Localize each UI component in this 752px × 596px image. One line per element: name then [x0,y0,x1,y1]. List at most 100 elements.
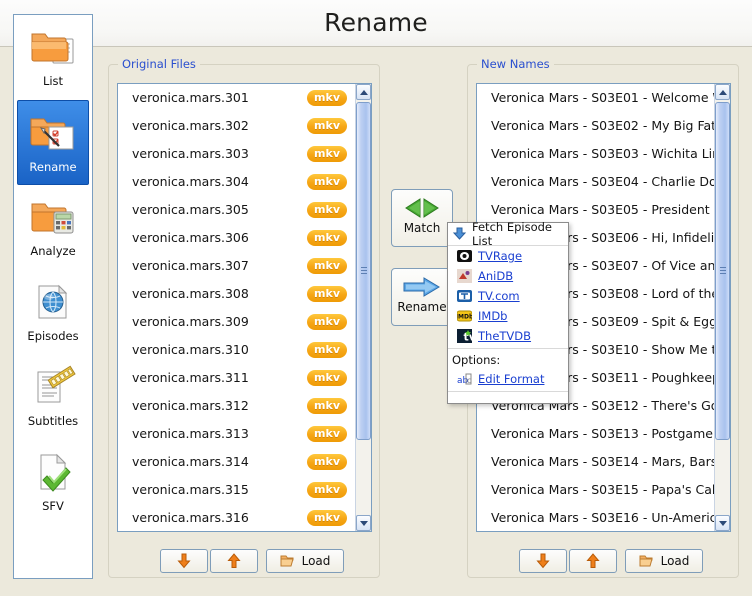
match-button-label: Match [392,221,452,235]
sidebar-item-rename[interactable]: Rename [17,100,89,185]
folder-open-icon [280,554,297,568]
table-row[interactable]: Veronica Mars - S03E16 - Un-American Gra… [477,504,714,531]
sidebar-item-subtitles[interactable]: Subtitles [15,355,91,440]
extension-badge: mkv [307,370,347,386]
menu-item-tvrage[interactable]: TVRage [448,246,568,266]
table-row[interactable]: veronica.mars.316 mkv [118,504,355,531]
fetch-episode-list-menu[interactable]: Fetch Episode List TVRageAniDBTV.comIMDb… [447,222,569,404]
menu-item-edit-format[interactable]: abc Edit Format [448,369,568,389]
table-row[interactable]: veronica.mars.315mkv [118,476,355,504]
table-row[interactable]: Veronica Mars - S03E01 - Welcome Wagon [477,84,714,112]
scroll-up-button[interactable] [715,84,730,100]
extension-badge: mkv [307,118,347,134]
sidebar: List Rename [13,14,93,579]
move-down-button[interactable] [519,549,567,573]
file-name: veronica.mars.307 [132,258,249,273]
move-up-button[interactable] [210,549,258,573]
scroll-up-button[interactable] [356,84,371,100]
rename-button[interactable]: Rename [391,268,453,326]
sidebar-item-list[interactable]: List [15,15,91,100]
fetch-episode-list-label: Fetch Episode List [472,220,568,248]
table-row[interactable]: Veronica Mars - S03E02 - My Big Fat Gree… [477,112,714,140]
scrollbar-thumb[interactable] [715,102,730,440]
load-button-label: Load [302,554,331,568]
table-row[interactable]: veronica.mars.305mkv [118,196,355,224]
scroll-down-button[interactable] [715,515,730,531]
menu-item-anidb[interactable]: AniDB [448,266,568,286]
move-up-button[interactable] [569,549,617,573]
menu-item-label: TVRage [478,249,522,263]
sidebar-item-label: Subtitles [15,414,91,428]
extension-badge: mkv [307,510,347,526]
table-row[interactable]: Veronica Mars - S03E14 - Mars, Bars [477,448,714,476]
menu-item-imdb[interactable]: IMDb IMDb [448,306,568,326]
extension-badge: mkv [307,342,347,358]
table-row[interactable]: veronica.mars.314mkv [118,448,355,476]
table-row[interactable]: veronica.mars.310mkv [118,336,355,364]
table-row[interactable]: veronica.mars.301mkv [118,84,355,112]
table-row[interactable]: veronica.mars.311 mkv [118,364,355,392]
file-name: veronica.mars.306 [132,230,249,245]
imdb-icon: IMDb [457,309,472,323]
sidebar-item-analyze[interactable]: Analyze [15,185,91,270]
svg-text:IMDb: IMDb [457,313,472,320]
menu-item-label: AniDB [478,269,513,283]
extension-badge: mkv [307,314,347,330]
table-row[interactable]: veronica.mars.312mkv [118,392,355,420]
table-row[interactable]: Veronica Mars - S03E04 - Charlie Don't S… [477,168,714,196]
menu-item-label: Edit Format [478,372,544,386]
sidebar-item-episodes[interactable]: Episodes [15,270,91,355]
table-row[interactable]: veronica.mars.306mkv [118,224,355,252]
sidebar-item-label: Episodes [15,329,91,343]
move-down-button[interactable] [160,549,208,573]
table-row[interactable]: Veronica Mars - S03E15 - Papa's Cabin [477,476,714,504]
extension-badge: mkv [307,398,347,414]
anidb-icon [457,269,472,283]
arrow-right-icon [392,269,452,301]
table-row[interactable]: veronica.mars.303mkv [118,140,355,168]
arrow-up-icon [227,553,241,569]
tvcom-icon [457,289,472,303]
svg-text:c: c [467,376,471,385]
file-name: veronica.mars.316 [132,510,249,525]
table-row[interactable]: veronica.mars.304mkv [118,168,355,196]
scrollbar-thumb[interactable] [356,102,371,440]
menu-item-thetvdb[interactable]: tvTheTVDB [448,326,568,346]
original-files-scrollbar[interactable] [355,84,371,531]
menu-item-label: IMDb [478,309,507,323]
sidebar-item-sfv[interactable]: SFV [15,440,91,525]
new-names-scrollbar[interactable] [714,84,730,531]
table-row[interactable]: veronica.mars.308mkv [118,280,355,308]
load-button-label: Load [661,554,690,568]
episode-source-list: TVRageAniDB TV.comIMDb IMDb tvTheTVDB [448,246,568,346]
menu-divider [448,391,568,392]
page-check-icon [15,446,91,498]
extension-badge: mkv [307,202,347,218]
options-label: Options: [448,351,568,369]
fetch-episode-list-header[interactable]: Fetch Episode List [448,223,568,246]
load-button[interactable]: Load [266,549,344,573]
sidebar-item-label: Analyze [15,244,91,258]
sidebar-item-label: SFV [15,499,91,513]
scroll-down-button[interactable] [356,515,371,531]
subtitle-page-icon [15,361,91,413]
folder-rename-icon [18,107,88,159]
table-row[interactable]: Veronica Mars - S03E13 - Postgame Mortem [477,420,714,448]
table-row[interactable]: veronica.mars.313mkv [118,420,355,448]
original-files-list[interactable]: veronica.mars.301mkvveronica.mars.302mkv… [117,83,372,532]
menu-item-tv-com[interactable]: TV.com [448,286,568,306]
tvrage-icon [457,249,472,263]
table-row[interactable]: Veronica Mars - S03E03 - Wichita Linebac… [477,140,714,168]
page-title: Rename [0,8,752,37]
match-button[interactable]: Match [391,189,453,247]
file-name: veronica.mars.311 [132,370,249,385]
abc-format-icon: abc [457,372,472,386]
arrow-down-icon [177,553,191,569]
table-row[interactable]: veronica.mars.302mkv [118,112,355,140]
sidebar-item-label: List [15,74,91,88]
table-row[interactable]: veronica.mars.309mkv [118,308,355,336]
match-arrows-icon [392,190,452,222]
scrollbar-grip-icon [361,267,367,275]
table-row[interactable]: veronica.mars.307mkv [118,252,355,280]
load-button[interactable]: Load [625,549,703,573]
